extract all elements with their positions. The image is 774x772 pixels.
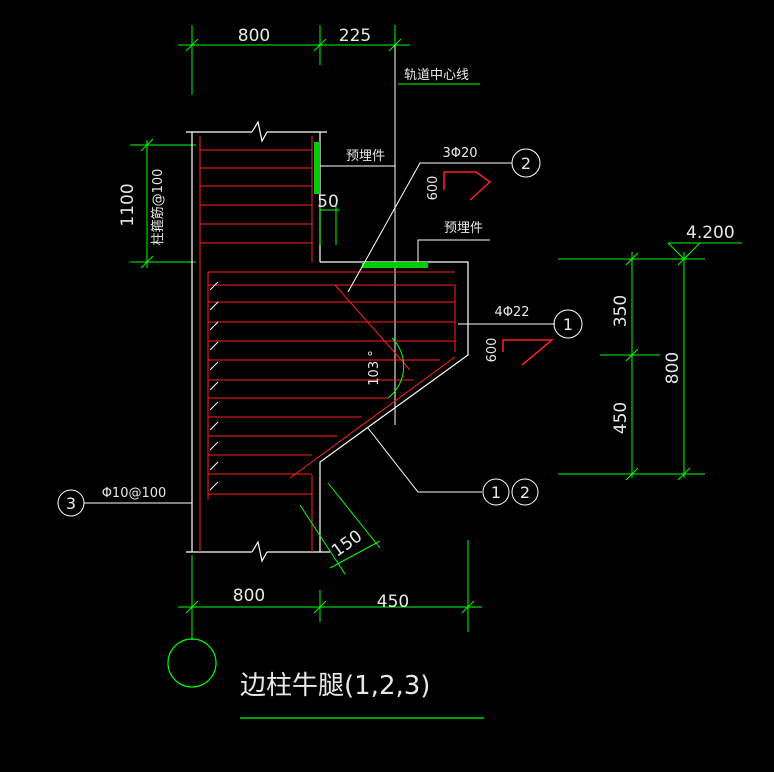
anchor-ticks — [209, 281, 219, 491]
bar-3-spec: Φ10@100 — [102, 486, 167, 501]
embedded-part-lower-label: 预埋件 — [444, 221, 483, 236]
embedded-part-upper-label: 预埋件 — [346, 149, 385, 164]
bottom-dim-800: 800 — [233, 586, 265, 606]
chamfer-dimension — [299, 482, 381, 575]
right-dim-450: 450 — [611, 402, 631, 434]
balloon-1-label: 1 — [563, 315, 573, 334]
balloon-12-a: 1 — [491, 483, 501, 502]
balloon-2-label: 2 — [521, 154, 531, 173]
callout-2-leader — [347, 148, 541, 293]
balloon-3-label: 3 — [66, 494, 76, 513]
callout-1-leader — [458, 309, 583, 339]
bar-2-spec: 3Φ20 — [442, 146, 477, 161]
right-dim-350: 350 — [611, 295, 631, 327]
bar-2-length: 600 — [426, 176, 441, 201]
drawing-title: 边柱牛腿(1,2,3) — [240, 671, 430, 701]
bar-1-spec: 4Φ22 — [494, 305, 529, 320]
notch-dim-50: 50 — [317, 192, 339, 212]
reinforcement — [199, 136, 456, 552]
left-dimension-1100 — [130, 138, 196, 269]
top-dim-225: 225 — [339, 26, 371, 46]
right-dimension-chain — [558, 242, 742, 481]
embedded-plate-top — [362, 262, 428, 268]
bar-1-shape — [502, 339, 555, 366]
embedded-plate-upper — [314, 142, 320, 194]
elevation-label: 4.200 — [686, 223, 735, 243]
top-dimension-chain — [178, 25, 410, 95]
axis-bubble — [167, 638, 217, 688]
top-dim-800: 800 — [238, 26, 270, 46]
bottom-dim-450: 450 — [377, 592, 409, 612]
angle-label: 103 ° — [367, 350, 382, 385]
bottom-dimension-chain — [178, 540, 482, 640]
balloon-12-b: 2 — [520, 483, 530, 502]
callout-3-leader — [57, 489, 192, 517]
notch-dimension — [319, 205, 340, 245]
bar-1-length: 600 — [485, 338, 500, 363]
stirrup-note: 柱箍筋@100 — [150, 169, 166, 246]
right-dim-800: 800 — [663, 352, 683, 384]
callout-12-leader — [367, 427, 539, 506]
bar-2-shape — [443, 171, 492, 201]
angle-arc — [387, 337, 405, 399]
embedded-leaders — [320, 165, 490, 262]
track-centerline-label: 轨道中心线 — [404, 68, 469, 83]
left-dim-1100: 1100 — [118, 183, 138, 226]
